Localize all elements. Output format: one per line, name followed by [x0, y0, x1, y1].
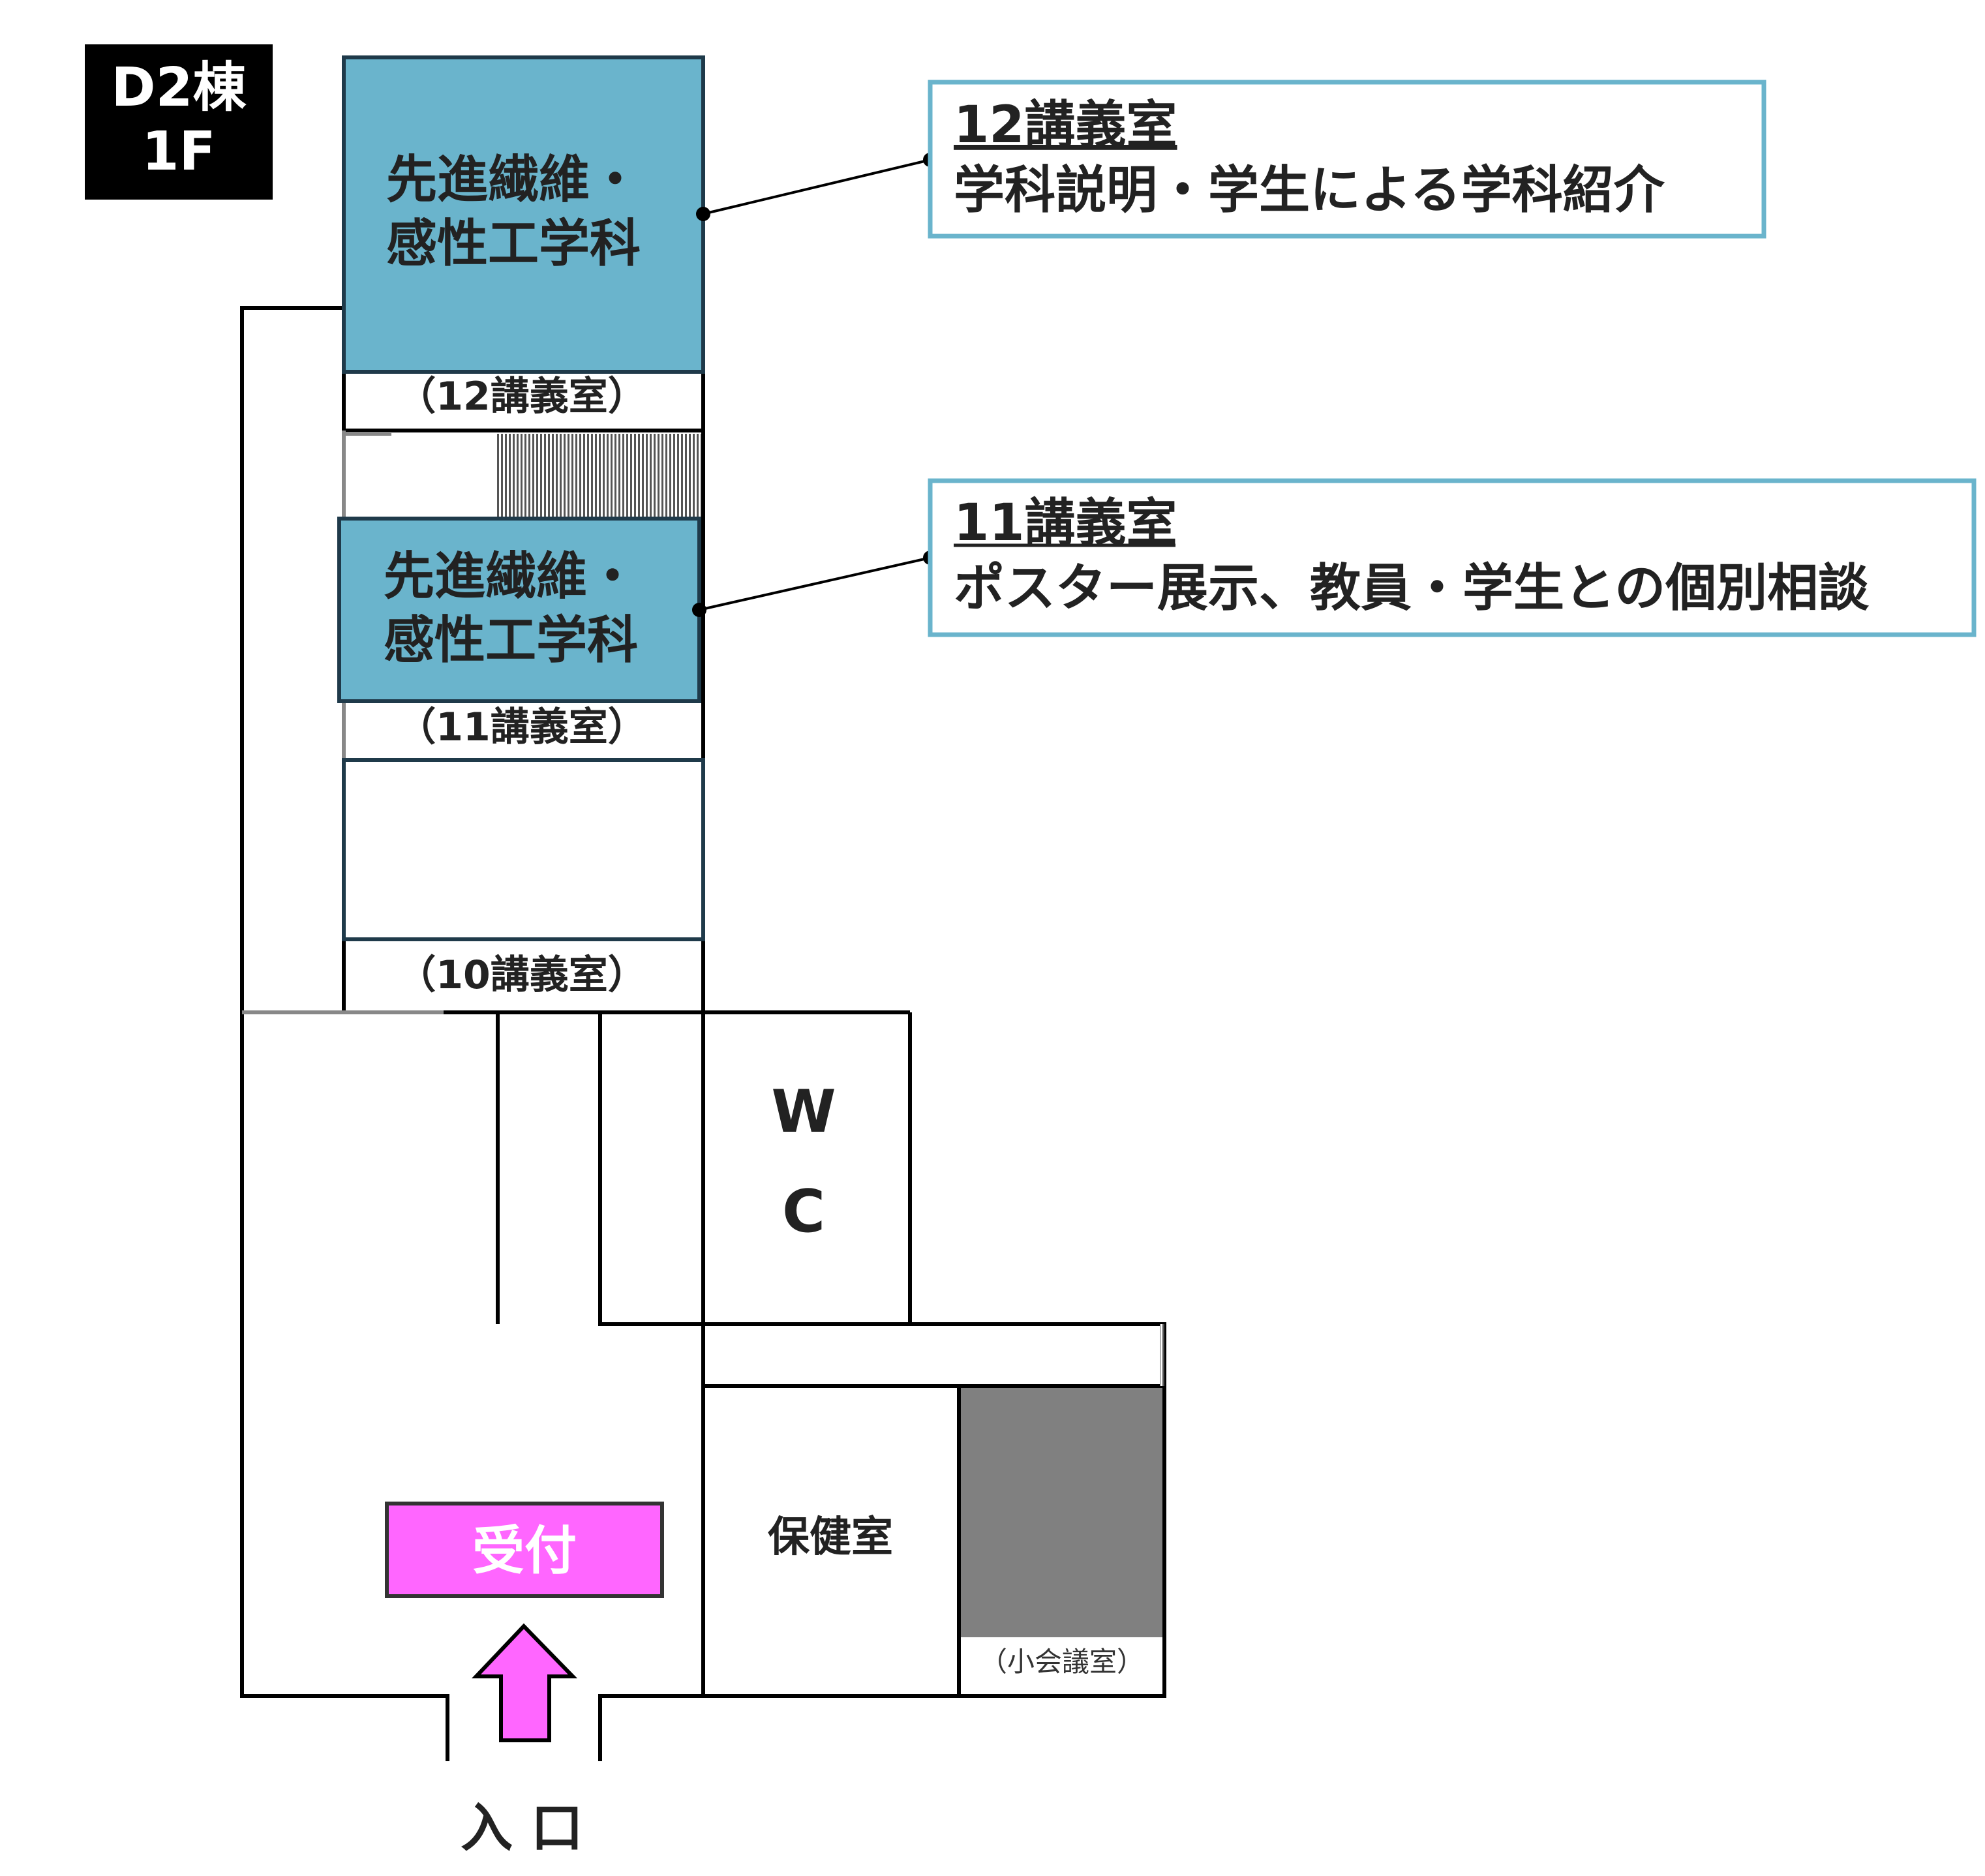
callout-12: 12講義室 学科説明・学生による学科紹介 [696, 80, 1766, 239]
reception-label: 受付 [472, 1520, 577, 1581]
room-11[interactable]: 先進繊維・ 感性工学科 [337, 517, 701, 703]
wc-label-line1: W [771, 1078, 836, 1146]
building-badge: D2棟 1F [85, 44, 273, 200]
callout-12-title: 12講義室 [954, 96, 1177, 155]
room-11-dept-line2: 感性工学科 [384, 611, 638, 670]
entrance-arrow-icon [472, 1623, 578, 1742]
callout-11-title: 11講義室 [954, 494, 1177, 552]
floor-label: 1F [142, 121, 215, 183]
stair-hatch [497, 434, 701, 519]
reception-desk[interactable]: 受付 [385, 1502, 664, 1598]
entrance-label: 入 口 [461, 1798, 583, 1858]
building-name: D2棟 [111, 57, 247, 119]
health-room-label: 保健室 [768, 1513, 893, 1562]
meeting-room[interactable] [961, 1388, 1162, 1637]
room-12[interactable]: 先進繊維・ 感性工学科 [342, 55, 705, 374]
room-12-dept-line2: 感性工学科 [386, 215, 641, 273]
hatched-wall [1160, 1324, 1164, 1386]
grey-partitions [242, 431, 444, 1014]
room-11-caption: （11講義室） [397, 704, 647, 750]
room-10[interactable] [342, 758, 705, 941]
room-12-caption: （12講義室） [397, 374, 647, 419]
room-12-dept-line1: 先進繊維・ [386, 151, 641, 209]
callout-11-desc: ポスター展示、教員・学生との個別相談 [954, 559, 1869, 618]
meeting-room-caption: （小会議室） [980, 1646, 1144, 1678]
wc-label-line2: C [782, 1177, 825, 1246]
callout-11: 11講義室 ポスター展示、教員・学生との個別相談 [692, 478, 1977, 637]
room-11-dept-line1: 先進繊維・ [384, 547, 638, 606]
room-10-caption: （10講義室） [397, 952, 647, 998]
callout-12-desc: 学科説明・学生による学科紹介 [954, 161, 1665, 220]
